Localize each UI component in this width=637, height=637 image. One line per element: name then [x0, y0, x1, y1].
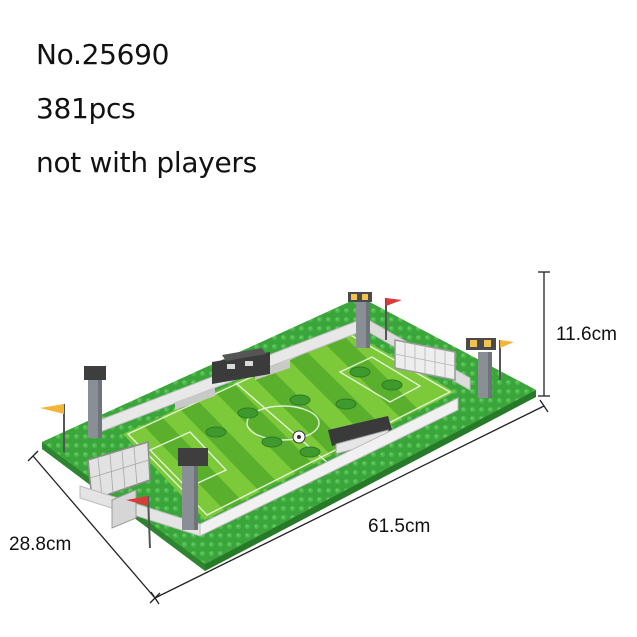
flag [499, 340, 514, 380]
length-label: 61.5cm [368, 516, 431, 537]
piece-count: 381pcs [36, 92, 136, 125]
football-pitch [123, 330, 455, 520]
light-tower [178, 448, 208, 530]
goal-front [87, 441, 151, 502]
stadium-wall-front [79, 397, 459, 537]
light-tower [84, 366, 106, 438]
width-label: 28.8cm [9, 534, 72, 555]
flag [126, 495, 151, 549]
player-mount-points [205, 366, 403, 458]
height-label: 11.6cm [556, 324, 617, 345]
light-tower [466, 338, 496, 398]
player-note: not with players [36, 146, 257, 179]
flag [385, 298, 402, 340]
goal-back [394, 339, 456, 381]
flag [40, 404, 65, 452]
light-tower [348, 292, 372, 348]
height-dimension-line [538, 271, 550, 397]
model-number: No.25690 [36, 38, 170, 71]
soccer-ball [292, 430, 306, 444]
scoreboard [212, 348, 270, 384]
length-dimension-line [150, 399, 549, 605]
